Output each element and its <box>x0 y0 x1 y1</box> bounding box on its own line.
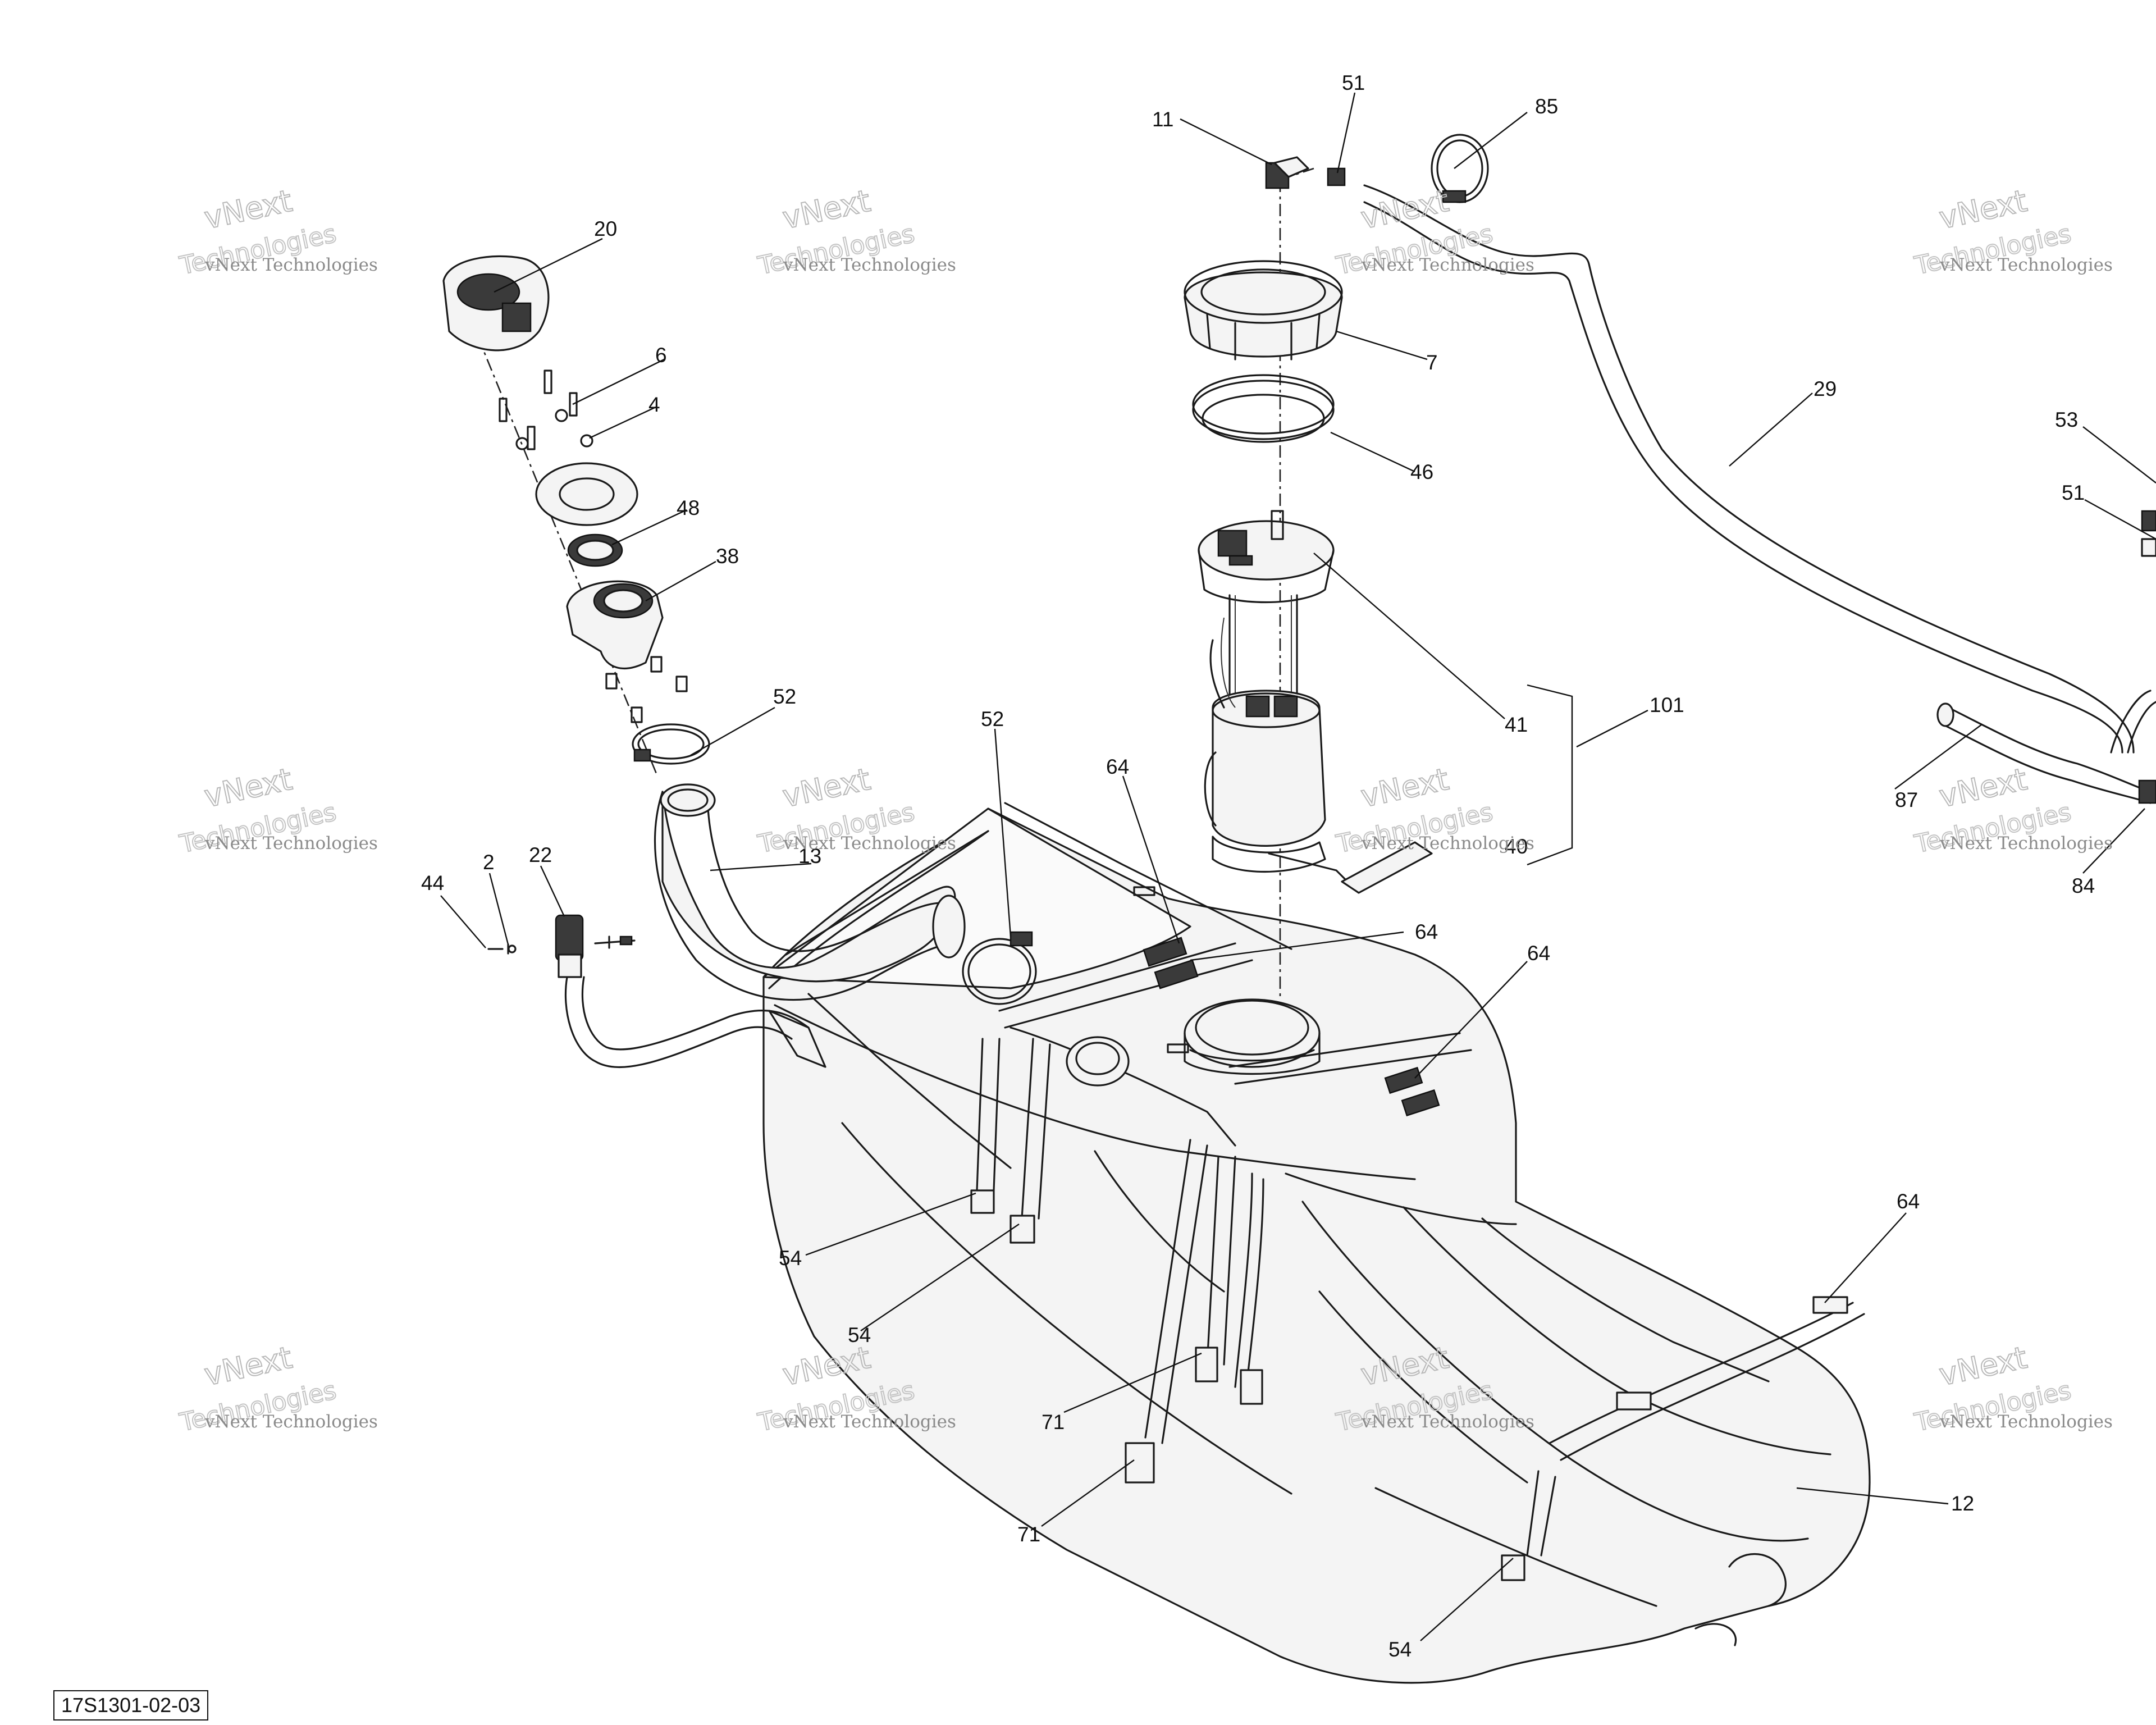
callout-2: 2 <box>483 851 495 874</box>
callout-84: 84 <box>2072 874 2095 897</box>
watermark-text: vNext Technologies <box>204 255 378 275</box>
tank-strap-clamps <box>1143 937 1440 1117</box>
callout-71-lower: 71 <box>1017 1523 1040 1546</box>
svg-text:vNext: vNext <box>779 761 873 814</box>
callout-71-upper: 71 <box>1042 1411 1065 1434</box>
callout-64-top: 64 <box>1106 755 1129 778</box>
svg-text:vNext: vNext <box>779 183 873 236</box>
callout-52: 52 <box>773 685 796 708</box>
callout-54-middle: 54 <box>848 1324 871 1347</box>
watermark-text: vNext Technologies <box>204 1412 378 1432</box>
watermark-text: vNext Technologies <box>783 833 956 854</box>
callout-64-right: 64 <box>1527 942 1550 965</box>
callout-29: 29 <box>1814 377 1837 400</box>
callout-numbers: 11 51 85 20 7 29 6 4 46 53 51 48 38 41 1… <box>421 71 2095 1661</box>
callout-54-lower: 54 <box>1388 1638 1412 1661</box>
callout-4: 4 <box>648 393 660 416</box>
clips <box>605 656 688 723</box>
svg-text:vNext: vNext <box>1936 1340 2030 1393</box>
watermark-text: vNext Technologies <box>783 1412 956 1432</box>
vent-line-assembly <box>1265 134 2156 804</box>
leader-lines <box>440 92 2156 1641</box>
callout-54-upper: 54 <box>779 1247 802 1270</box>
callout-51-right: 51 <box>2062 481 2085 504</box>
callout-51: 51 <box>1342 71 1365 94</box>
svg-text:vNext: vNext <box>1936 183 2030 236</box>
callout-40: 40 <box>1505 835 1528 858</box>
callout-6: 6 <box>655 344 667 367</box>
callout-64-bottom: 64 <box>1897 1190 1920 1213</box>
watermark-text: vNext Technologies <box>1939 1412 2113 1432</box>
hose-clamp <box>962 931 1037 1005</box>
filler-hose <box>654 783 966 1001</box>
svg-text:vNext: vNext <box>1936 761 2030 814</box>
callout-64-middle: 64 <box>1415 920 1438 943</box>
callout-38: 38 <box>716 545 739 568</box>
filler-cap-assembly <box>442 255 710 775</box>
svg-text:vNext: vNext <box>201 183 295 236</box>
svg-text:vNext: vNext <box>1358 761 1451 814</box>
callout-87: 87 <box>1895 788 1918 811</box>
callout-22: 22 <box>529 843 552 866</box>
svg-text:vNext: vNext <box>201 761 295 814</box>
svg-text:vNext: vNext <box>1358 183 1451 236</box>
diagram-reference-code: 17S1301-02-03 <box>53 1690 209 1721</box>
screws <box>499 369 593 450</box>
callout-13: 13 <box>798 845 821 868</box>
watermark-text: vNext Technologies <box>783 255 956 275</box>
watermark-text: vNext Technologies <box>1361 833 1534 854</box>
watermark-text: vNext Technologies <box>204 833 378 854</box>
callout-44: 44 <box>421 871 444 895</box>
vent-hose <box>487 914 826 1069</box>
callout-20: 20 <box>594 217 617 240</box>
callout-52-clamp: 52 <box>981 708 1004 731</box>
watermark-text: vNext Technologies <box>1939 255 2113 275</box>
callout-11: 11 <box>1152 108 1173 131</box>
svg-text:vNext: vNext <box>201 1340 295 1393</box>
callout-12: 12 <box>1951 1492 1974 1515</box>
callout-101: 101 <box>1650 693 1684 717</box>
callout-48: 48 <box>677 496 700 519</box>
tank-straps <box>970 942 1865 1581</box>
fuel-pump-assembly <box>1184 180 1433 1000</box>
callout-41: 41 <box>1505 713 1528 736</box>
callout-46: 46 <box>1410 460 1433 483</box>
watermark-text: vNext Technologies <box>1361 255 1534 275</box>
callout-7: 7 <box>1426 351 1438 374</box>
watermark-text: vNext Technologies <box>1939 833 2113 854</box>
watermark-text: vNext Technologies <box>1361 1412 1534 1432</box>
callout-85: 85 <box>1535 95 1558 118</box>
callout-53: 53 <box>2055 408 2078 431</box>
